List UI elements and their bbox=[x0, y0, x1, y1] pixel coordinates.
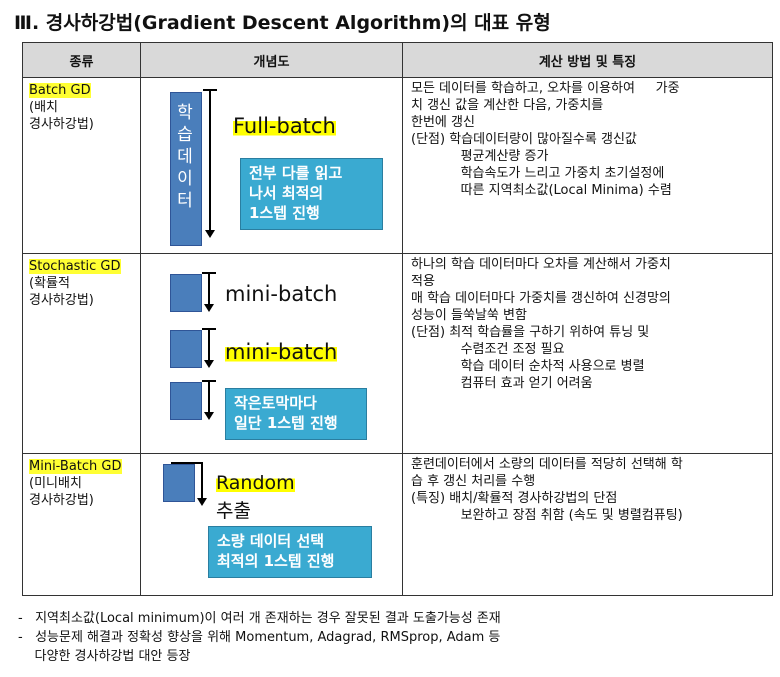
note-line: - 지역최소값(Local minimum)이 여러 개 존재하는 경우 잘못된… bbox=[18, 611, 501, 626]
type-cell: Stochastic GD (확률적 경사하강법) bbox=[22, 253, 141, 454]
minibatch-step-box: 소량 데이터 선택 최적의 1스텝 진행 bbox=[208, 526, 372, 578]
desc-line: 수렴조건 조정 필요 bbox=[411, 342, 565, 357]
vertical-label-text: 학습데이터 bbox=[177, 103, 193, 211]
desc-line: 학습 데이터 순차적 사용으로 병렬 bbox=[411, 359, 645, 374]
type-name: Mini-Batch GD bbox=[29, 459, 122, 474]
desc-cell: 모든 데이터를 학습하고, 오차를 이용하여 가중 치 갱신 값을 계산한 다음… bbox=[402, 77, 773, 254]
page-title: Ⅲ. 경사하강법(Gradient Descent Algorithm)의 대표… bbox=[14, 12, 551, 34]
desc-line: 컴퓨터 효과 얻기 어려움 bbox=[411, 376, 593, 391]
box-line: 1스텝 진행 bbox=[249, 204, 320, 222]
training-data-label: 학습데이터 bbox=[171, 102, 199, 212]
desc-line: 모든 데이터를 학습하고, 오차를 이용하여 가중 bbox=[411, 81, 680, 96]
arrow-down-icon bbox=[204, 360, 214, 368]
type-cell: Mini-Batch GD (미니배치 경사하강법) bbox=[22, 453, 141, 596]
desc-line: 훈련데이터에서 소량의 데이터를 적당히 선택해 학 bbox=[411, 457, 683, 472]
arrow-shaft bbox=[208, 272, 210, 306]
mini-block bbox=[170, 382, 202, 420]
box-line: 일단 1스텝 진행 bbox=[234, 414, 338, 432]
type-sub: (확률적 bbox=[29, 276, 70, 291]
header-type: 종류 bbox=[22, 42, 141, 78]
arrow-shaft bbox=[208, 328, 210, 362]
type-sub: (미니배치 bbox=[29, 476, 82, 491]
arrow-down-icon bbox=[197, 498, 207, 506]
desc-line: 성능이 들쑥날쑥 변함 bbox=[411, 308, 527, 323]
type-cell: Batch GD (배치 경사하강법) bbox=[22, 77, 141, 254]
table-header-row: 종류 개념도 계산 방법 및 특징 bbox=[22, 42, 773, 78]
desc-line: 적용 bbox=[411, 274, 435, 289]
note-line: 다양한 경사하강법 대안 등장 bbox=[18, 649, 191, 664]
desc-line: 보완하고 장점 취함 (속도 및 병렬컴퓨팅) bbox=[411, 508, 683, 523]
desc-line: (단점) 최적 학습률을 구하기 위하여 튜닝 및 bbox=[411, 325, 650, 340]
note-line: - 성능문제 해결과 정확성 향상을 위해 Momentum, Adagrad,… bbox=[18, 630, 501, 645]
desc-line: 평균계산량 증가 bbox=[411, 149, 549, 164]
concept-cell: 학습데이터 Full-batch 전부 다를 읽고 나서 최적의 1스텝 진행 bbox=[140, 77, 403, 254]
table-row: Mini-Batch GD (미니배치 경사하강법) Random 추출 소량 … bbox=[22, 453, 773, 596]
random-label: Random bbox=[216, 472, 295, 494]
arrow-bar bbox=[171, 462, 203, 464]
arrow-shaft bbox=[209, 89, 211, 231]
header-method: 계산 방법 및 특징 bbox=[402, 42, 773, 78]
box-line: 소량 데이터 선택 bbox=[217, 532, 325, 550]
desc-line: 습 후 갱신 처리를 수행 bbox=[411, 474, 536, 489]
desc-line: 치 갱신 값을 계산한 다음, 가중치를 bbox=[411, 98, 604, 113]
type-name: Batch GD bbox=[29, 83, 91, 98]
batch-step-box: 전부 다를 읽고 나서 최적의 1스텝 진행 bbox=[240, 158, 383, 230]
gd-types-table: 종류 개념도 계산 방법 및 특징 Batch GD (배치 경사하강법) 학습… bbox=[22, 42, 773, 596]
mini-batch-text: mini-batch bbox=[225, 340, 338, 364]
random-text: Random bbox=[216, 472, 295, 494]
training-data-block bbox=[170, 92, 202, 246]
concept-cell: mini-batch mini-batch 작은토막마다 일단 1스텝 진행 bbox=[140, 253, 403, 454]
desc-line: 하나의 학습 데이터마다 오차를 계산해서 가중치 bbox=[411, 257, 671, 272]
desc-line: (특징) 배치/확률적 경사하강법의 단점 bbox=[411, 491, 618, 506]
stochastic-step-box: 작은토막마다 일단 1스텝 진행 bbox=[225, 388, 367, 440]
arrow-down-icon bbox=[204, 412, 214, 420]
type-sub: 경사하강법) bbox=[29, 293, 94, 308]
extract-label: 추출 bbox=[216, 500, 251, 522]
type-name: Stochastic GD bbox=[29, 259, 121, 274]
table-row: Batch GD (배치 경사하강법) 학습데이터 Full-batch 전부 … bbox=[22, 77, 773, 254]
arrow-shaft bbox=[201, 462, 203, 500]
mini-block bbox=[170, 330, 202, 368]
box-line: 전부 다를 읽고 bbox=[249, 164, 343, 182]
concept-cell: Random 추출 소량 데이터 선택 최적의 1스텝 진행 bbox=[140, 453, 403, 596]
footnotes: - 지역최소값(Local minimum)이 여러 개 존재하는 경우 잘못된… bbox=[18, 609, 501, 666]
desc-line: (단점) 학습데이터량이 많아질수록 갱신값 bbox=[411, 132, 637, 147]
type-sub: (배치 bbox=[29, 100, 58, 115]
desc-line: 한번에 갱신 bbox=[411, 115, 475, 130]
header-concept: 개념도 bbox=[140, 42, 403, 78]
full-batch-text: Full-batch bbox=[233, 114, 336, 138]
type-sub: 경사하강법) bbox=[29, 117, 94, 132]
desc-line: 매 학습 데이터마다 가중치를 갱신하여 신경망의 bbox=[411, 291, 671, 306]
random-block bbox=[163, 464, 195, 502]
mini-batch-label-2: mini-batch bbox=[225, 340, 338, 364]
desc-line: 학습속도가 느리고 가중치 초기설정에 bbox=[411, 166, 665, 181]
mini-batch-label-1: mini-batch bbox=[225, 282, 338, 306]
desc-cell: 하나의 학습 데이터마다 오차를 계산해서 가중치 적용 매 학습 데이터마다 … bbox=[402, 253, 773, 454]
table-row: Stochastic GD (확률적 경사하강법) mini-batch min… bbox=[22, 253, 773, 454]
mini-block bbox=[170, 274, 202, 312]
type-sub: 경사하강법) bbox=[29, 493, 94, 508]
box-line: 최적의 1스텝 진행 bbox=[217, 552, 335, 570]
arrow-down-icon bbox=[204, 304, 214, 312]
arrow-down-icon bbox=[205, 230, 215, 238]
box-line: 작은토막마다 bbox=[234, 394, 317, 412]
box-line: 나서 최적의 bbox=[249, 184, 324, 202]
desc-cell: 훈련데이터에서 소량의 데이터를 적당히 선택해 학 습 후 갱신 처리를 수행… bbox=[402, 453, 773, 596]
arrow-shaft bbox=[208, 380, 210, 414]
full-batch-label: Full-batch bbox=[233, 114, 336, 138]
desc-line: 따른 지역최소값(Local Minima) 수렴 bbox=[411, 183, 672, 198]
